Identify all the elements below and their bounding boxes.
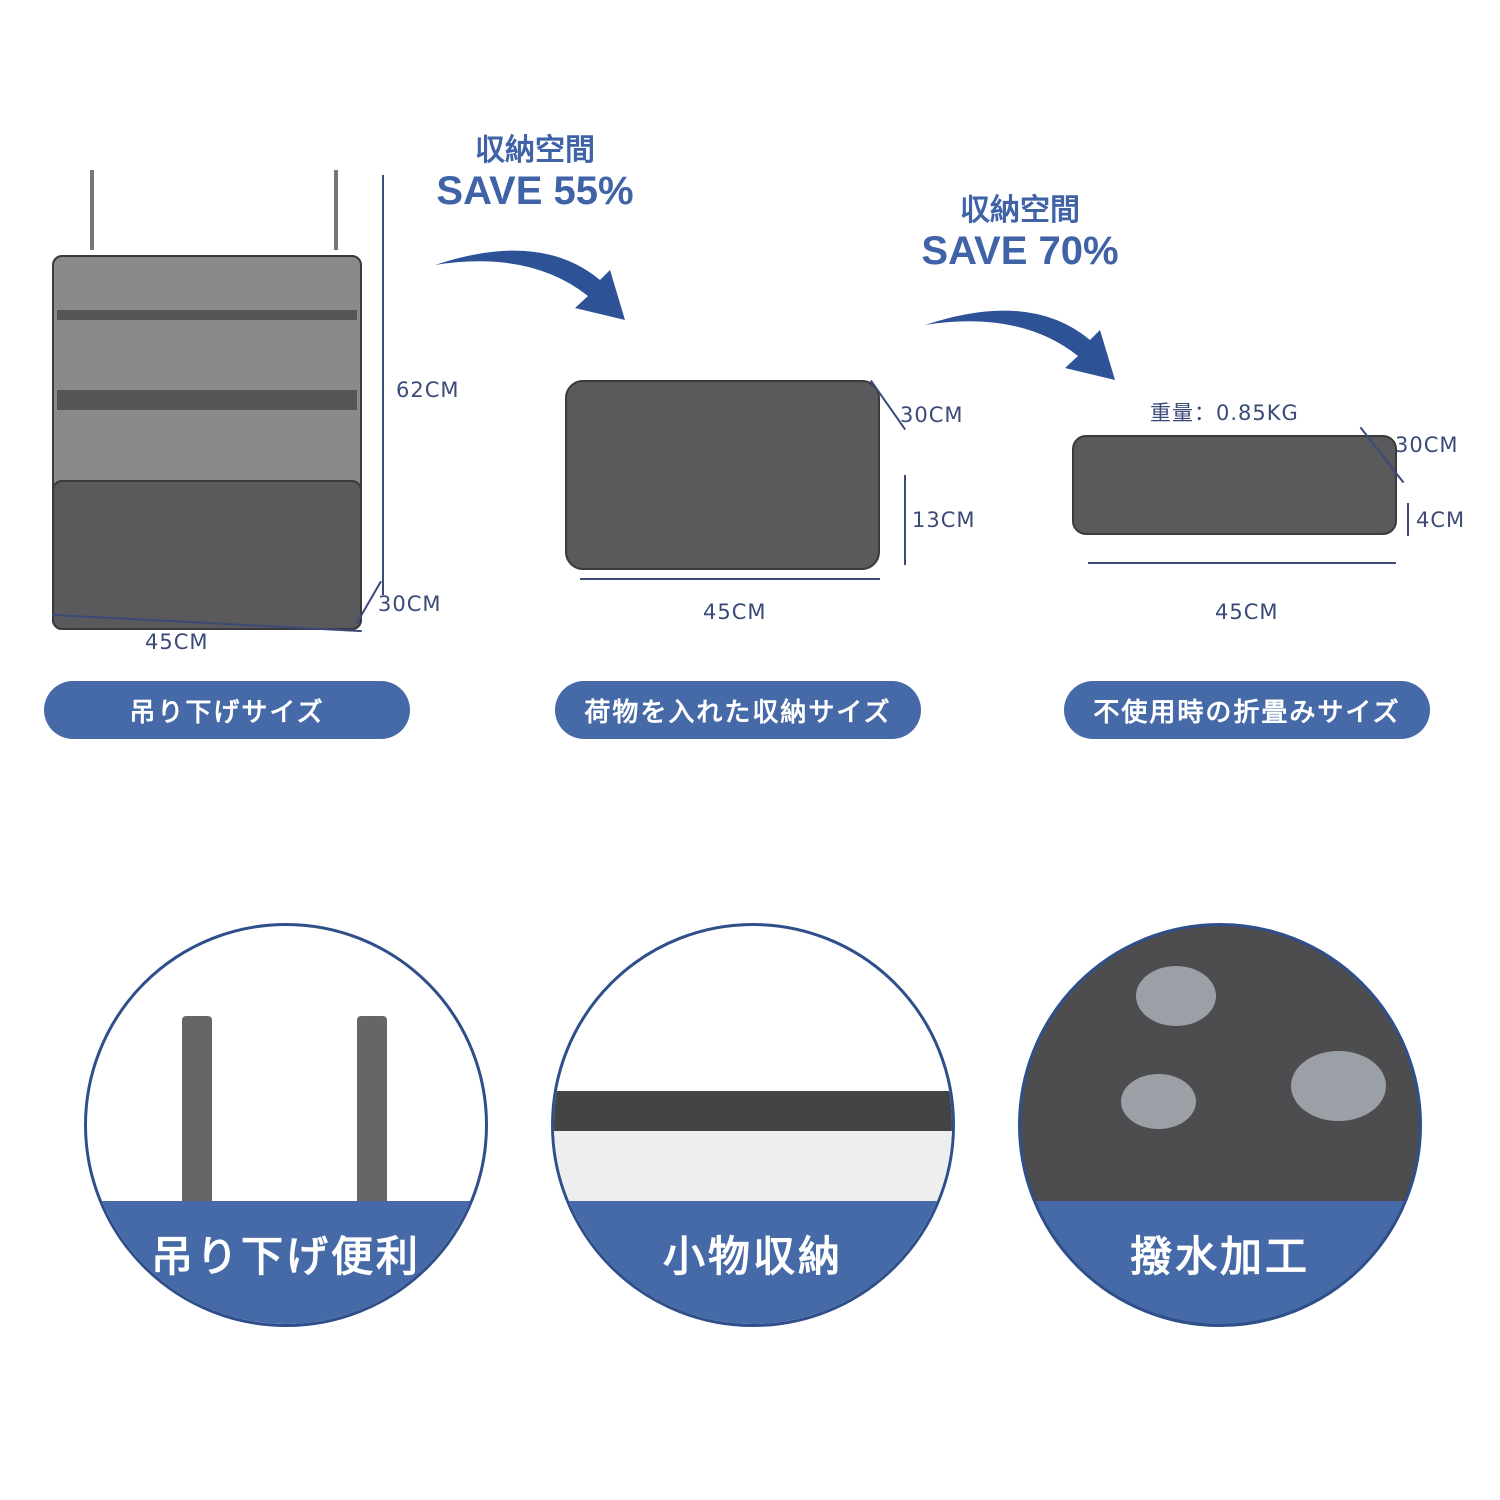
- feature-hanging: 吊り下げ便利: [84, 923, 488, 1327]
- hanging-depth: 30CM: [378, 592, 442, 616]
- feature-label: 撥水加工: [1021, 1201, 1419, 1324]
- headline-70: 収納空間 SAVE 70%: [895, 185, 1145, 274]
- headline-label: 収納空間: [475, 133, 595, 168]
- headline-55: 収納空間 SAVE 55%: [410, 125, 660, 214]
- hanging-organizer-image: [52, 170, 362, 630]
- feature-waterproof: 撥水加工: [1018, 923, 1422, 1327]
- hanging-size-label: 吊り下げサイズ: [44, 681, 410, 739]
- packed-size-label: 荷物を入れた収納サイズ: [555, 681, 921, 739]
- headline-save: SAVE 55%: [436, 169, 634, 213]
- arrow-icon: [925, 310, 1115, 380]
- packed-width: 45CM: [703, 600, 767, 624]
- headline-save: SAVE 70%: [921, 229, 1119, 273]
- water-drop-icon: [1291, 1051, 1386, 1121]
- water-drop-icon: [1136, 966, 1216, 1026]
- water-drop-icon: [1121, 1074, 1196, 1129]
- folded-width: 45CM: [1215, 600, 1279, 624]
- packed-depth: 30CM: [900, 403, 964, 427]
- feature-storage: 小物収納: [551, 923, 955, 1327]
- packed-case-image: [565, 380, 880, 570]
- headline-label: 収納空間: [960, 193, 1080, 228]
- folded-case-image: [1072, 435, 1397, 535]
- folded-height: 4CM: [1416, 508, 1466, 532]
- folded-weight: 重量：0.85KG: [1150, 401, 1299, 425]
- hook-icon: [357, 1016, 387, 1206]
- hanging-height: 62CM: [396, 378, 460, 402]
- folded-size-label: 不使用時の折畳みサイズ: [1064, 681, 1430, 739]
- feature-label: 吊り下げ便利: [87, 1201, 485, 1324]
- feature-label: 小物収納: [554, 1201, 952, 1324]
- arrow-icon: [435, 250, 625, 320]
- packed-height: 13CM: [912, 508, 976, 532]
- hanging-width: 45CM: [145, 630, 209, 654]
- folded-depth: 30CM: [1395, 433, 1459, 457]
- hook-icon: [182, 1016, 212, 1206]
